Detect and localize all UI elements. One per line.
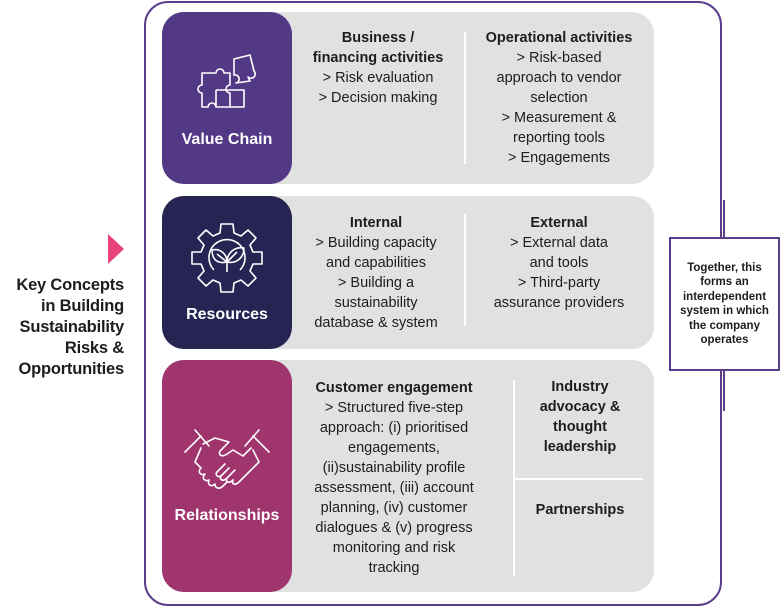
- list-item: assurance providers: [493, 295, 625, 311]
- side-title-line: Sustainability: [19, 318, 125, 336]
- cell-heading: thought: [553, 419, 607, 435]
- list-item: > Structured five-step: [324, 400, 464, 416]
- list-item: engagements,: [348, 440, 440, 456]
- side-title-line: in Building: [40, 297, 124, 315]
- connector-line-bottom: [723, 371, 725, 411]
- list-item: sustainability: [334, 295, 418, 311]
- column-heading: Internal: [349, 215, 403, 231]
- side-title: Key Concepts in Building Sustainability …: [0, 275, 124, 380]
- row-divider: [515, 478, 643, 480]
- handshake-icon: [184, 429, 270, 489]
- column-heading: External: [530, 215, 588, 231]
- list-item: > Decision making: [318, 90, 438, 106]
- column-heading: Customer engagement: [315, 380, 473, 396]
- cell-heading: leadership: [543, 439, 617, 455]
- list-item: > Risk-based: [516, 50, 602, 66]
- column-divider: [464, 214, 466, 326]
- list-item: > Risk evaluation: [322, 70, 434, 86]
- column-heading: Operational activities: [485, 30, 633, 46]
- side-title-line: Risks &: [64, 339, 124, 357]
- relationships-row: Relationships Customer engagement > Stru…: [162, 360, 654, 592]
- value-chain-label: Value Chain: [181, 131, 273, 148]
- puzzle-icon: [197, 54, 257, 108]
- list-item: assessment, (iii) account: [314, 480, 474, 496]
- connector-line-top: [723, 200, 725, 237]
- list-item: > Building a: [337, 275, 415, 291]
- list-item: database & system: [314, 315, 438, 331]
- interdependent-system-callout: Together, this forms an interdependent s…: [669, 237, 780, 371]
- cell-heading: advocacy &: [539, 399, 621, 415]
- list-item: > Engagements: [508, 150, 610, 166]
- cell-heading: Partnerships: [535, 502, 625, 518]
- business-financing-column: Business / financing activities > Risk e…: [292, 28, 464, 108]
- relationships-tile: Relationships: [162, 360, 292, 592]
- list-item: > External data: [510, 235, 608, 251]
- list-item: monitoring and risk: [332, 540, 456, 556]
- list-item: and tools: [529, 255, 589, 271]
- customer-engagement-column: Customer engagement > Structured five-st…: [296, 378, 492, 578]
- list-item: reporting tools: [513, 130, 605, 146]
- relationships-label: Relationships: [174, 507, 280, 524]
- list-item: and capabilities: [326, 255, 426, 271]
- column-divider: [513, 380, 515, 576]
- list-item: (ii)sustainability profile: [322, 460, 466, 476]
- triangle-right-icon: [108, 234, 124, 264]
- value-chain-tile: Value Chain: [162, 12, 292, 184]
- partnerships-cell: Partnerships: [515, 500, 645, 520]
- gear-leaf-icon: [191, 223, 263, 293]
- operational-activities-column: Operational activities > Risk-based appr…: [468, 28, 650, 168]
- resources-row: Resources Internal > Building capacity a…: [162, 196, 654, 349]
- list-item: selection: [530, 90, 588, 106]
- list-item: tracking: [368, 560, 420, 576]
- list-item: planning, (iv) customer: [320, 500, 468, 516]
- callout-text: Together, this forms an interdependent s…: [680, 261, 769, 347]
- column-heading: financing activities: [312, 50, 444, 66]
- list-item: > Building capacity: [315, 235, 437, 251]
- side-title-line: Key Concepts: [16, 276, 124, 294]
- list-item: approach to vendor: [496, 70, 622, 86]
- column-heading: Business /: [341, 30, 415, 46]
- column-divider: [464, 32, 466, 164]
- list-item: > Third-party: [517, 275, 601, 291]
- side-title-line: Opportunities: [18, 360, 124, 378]
- value-chain-row: Value Chain Business / financing activit…: [162, 12, 654, 184]
- cell-heading: Industry: [551, 379, 609, 395]
- resources-label: Resources: [186, 306, 268, 323]
- internal-column: Internal > Building capacity and capabil…: [292, 213, 460, 333]
- list-item: > Measurement &: [501, 110, 617, 126]
- external-column: External > External data and tools > Thi…: [468, 213, 650, 313]
- list-item: approach: (i) prioritised: [319, 420, 469, 436]
- industry-advocacy-cell: Industry advocacy & thought leadership: [515, 377, 645, 457]
- list-item: dialogues & (v) progress: [315, 520, 473, 536]
- resources-tile: Resources: [162, 196, 292, 349]
